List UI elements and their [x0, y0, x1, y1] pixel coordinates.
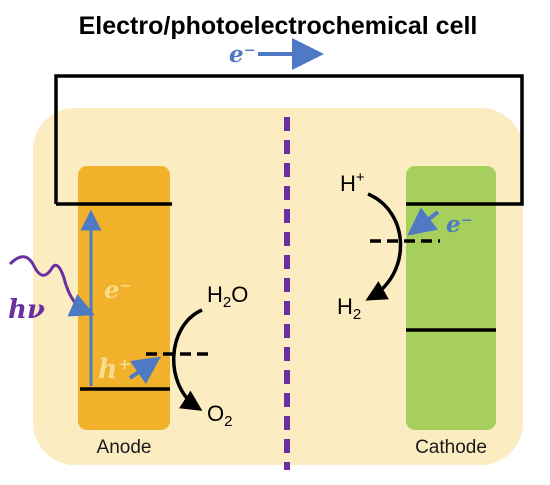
anode-hole-label: h⁺ [98, 354, 132, 385]
oxygen-label: O2 [207, 401, 232, 430]
proton-label: H+ [340, 169, 365, 196]
hydrogen-label: H2 [337, 294, 361, 323]
anode-label: Anode [97, 437, 152, 458]
photon-arrow [67, 294, 95, 317]
external-circuit-wire [54, 74, 524, 206]
water-oxidation-arrow [172, 308, 203, 411]
hydrogen-reduction-arrow [365, 192, 403, 301]
photon-label: hν [8, 295, 45, 325]
cathode-electron-label: e⁻ [446, 211, 473, 238]
anode-electron-label: e⁻ [104, 275, 132, 304]
diagram-title: Electro/photoelectrochemical cell [79, 12, 478, 40]
circuit-electron-label: e⁻ [229, 41, 256, 68]
hole-transfer-arrow [128, 356, 161, 385]
cathode-electron-arrow [407, 207, 440, 236]
cathode-label: Cathode [415, 437, 487, 458]
water-label: H2O [207, 282, 248, 311]
photon-wave-icon [8, 255, 80, 308]
